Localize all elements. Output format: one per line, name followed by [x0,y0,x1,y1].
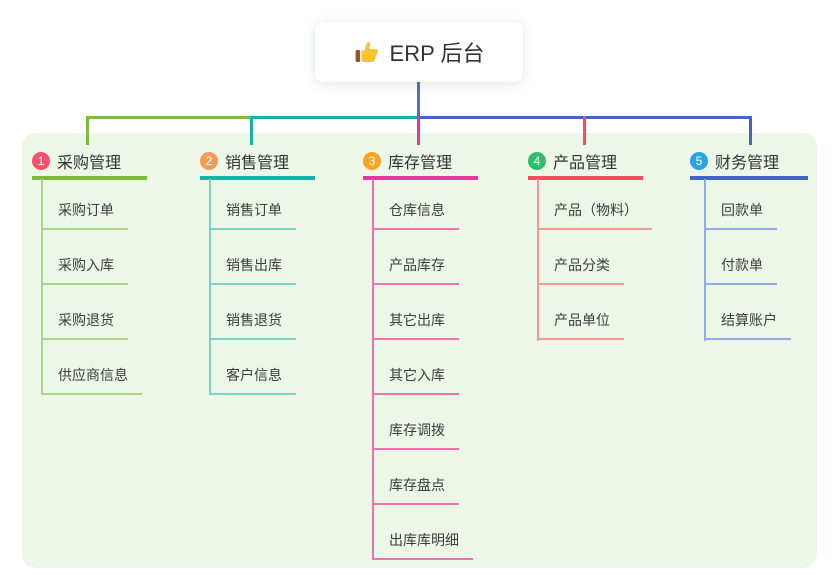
connector-drop-product [583,116,586,145]
child-node[interactable]: 客户信息 [209,365,296,395]
child-node[interactable]: 采购入库 [41,255,128,285]
child-node[interactable]: 销售出库 [209,255,296,285]
branch-index-badge: 5 [690,152,708,170]
child-node[interactable]: 库存调拨 [372,420,459,450]
connector-bus-green [86,116,251,119]
branch-header-purchase[interactable]: 1 采购管理 [32,150,147,180]
branch-trunk-line [372,179,374,560]
branch-index-badge: 2 [200,152,218,170]
branch-header-finance[interactable]: 5 财务管理 [690,150,808,180]
child-node[interactable]: 其它入库 [372,365,459,395]
child-node[interactable]: 其它出库 [372,310,459,340]
branch-label: 采购管理 [57,155,122,172]
branch-trunk-line [209,179,211,395]
branch-trunk-line [704,179,706,341]
branch-index-badge: 3 [363,152,381,170]
root-node[interactable]: ERP 后台 [315,22,523,82]
connector-drop-purchase [86,116,89,145]
connector-bus-teal [251,116,418,119]
connector-root-vertical [417,82,420,117]
connector-drop-finance [749,116,752,145]
branch-trunk-line [537,179,539,341]
child-node[interactable]: 库存盘点 [372,475,459,505]
branch-index-badge: 4 [528,152,546,170]
child-node[interactable]: 采购订单 [41,200,128,230]
child-node[interactable]: 产品（物料） [537,200,652,230]
thumbs-up-icon [354,39,380,65]
child-node[interactable]: 采购退货 [41,310,128,340]
child-node[interactable]: 付款单 [704,255,777,285]
branch-label: 库存管理 [388,155,453,172]
branch-header-product[interactable]: 4 产品管理 [528,150,643,180]
root-title: ERP 后台 [389,41,485,66]
child-node[interactable]: 产品分类 [537,255,624,285]
child-node[interactable]: 出库库明细 [372,530,473,560]
branch-label: 产品管理 [553,155,618,172]
child-node[interactable]: 产品单位 [537,310,624,340]
child-node[interactable]: 结算账户 [704,310,791,340]
branches-panel [22,133,817,568]
connector-drop-inventory [417,116,420,145]
child-node[interactable]: 仓库信息 [372,200,459,230]
branch-header-inventory[interactable]: 3 库存管理 [363,150,478,180]
child-node[interactable]: 销售退货 [209,310,296,340]
child-node[interactable]: 产品库存 [372,255,459,285]
child-node[interactable]: 销售订单 [209,200,296,230]
branch-index-badge: 1 [32,152,50,170]
child-node[interactable]: 回款单 [704,200,777,230]
child-node[interactable]: 供应商信息 [41,365,142,395]
connector-drop-sales [250,116,253,145]
branch-label: 财务管理 [715,155,780,172]
branch-trunk-line [41,179,43,395]
branch-header-sales[interactable]: 2 销售管理 [200,150,315,180]
branch-label: 销售管理 [225,155,290,172]
